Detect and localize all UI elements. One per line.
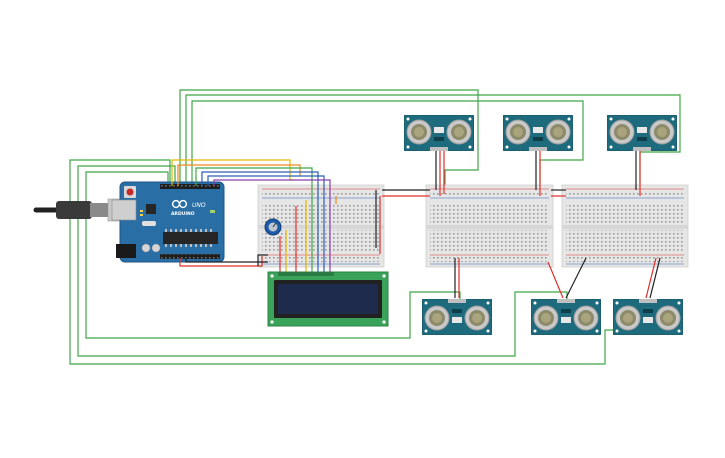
ultrasonic-sensor-4	[422, 299, 492, 335]
lcd-display	[267, 271, 389, 327]
arduino-model-label: UNO	[192, 202, 206, 209]
ultrasonic-transducer-icon	[613, 299, 683, 335]
ultrasonic-transducer-icon	[531, 299, 601, 335]
breadboard-3	[561, 184, 689, 268]
potentiometer-knob-icon	[264, 218, 282, 236]
ultrasonic-transducer-icon	[422, 299, 492, 335]
ultrasonic-sensor-5	[531, 299, 601, 335]
ultrasonic-transducer-icon	[404, 115, 474, 151]
ultrasonic-sensor-6	[613, 299, 683, 335]
signal-wires	[171, 159, 337, 272]
ultrasonic-sensor-3	[607, 115, 677, 151]
ultrasonic-sensor-2	[503, 115, 573, 151]
ultrasonic-transducer-icon	[503, 115, 573, 151]
potentiometer	[264, 218, 282, 236]
ultrasonic-sensor-1	[404, 115, 474, 151]
reset-button-icon	[126, 188, 134, 196]
ultrasonic-transducer-icon	[607, 115, 677, 151]
arduino-infinity-icon	[171, 199, 188, 209]
breadboard-2	[425, 184, 554, 268]
arduino-brand-label: ARDUINO	[171, 211, 195, 217]
power-wires	[179, 150, 661, 299]
arduino-uno-board: ARDUINO UNO	[111, 181, 225, 263]
